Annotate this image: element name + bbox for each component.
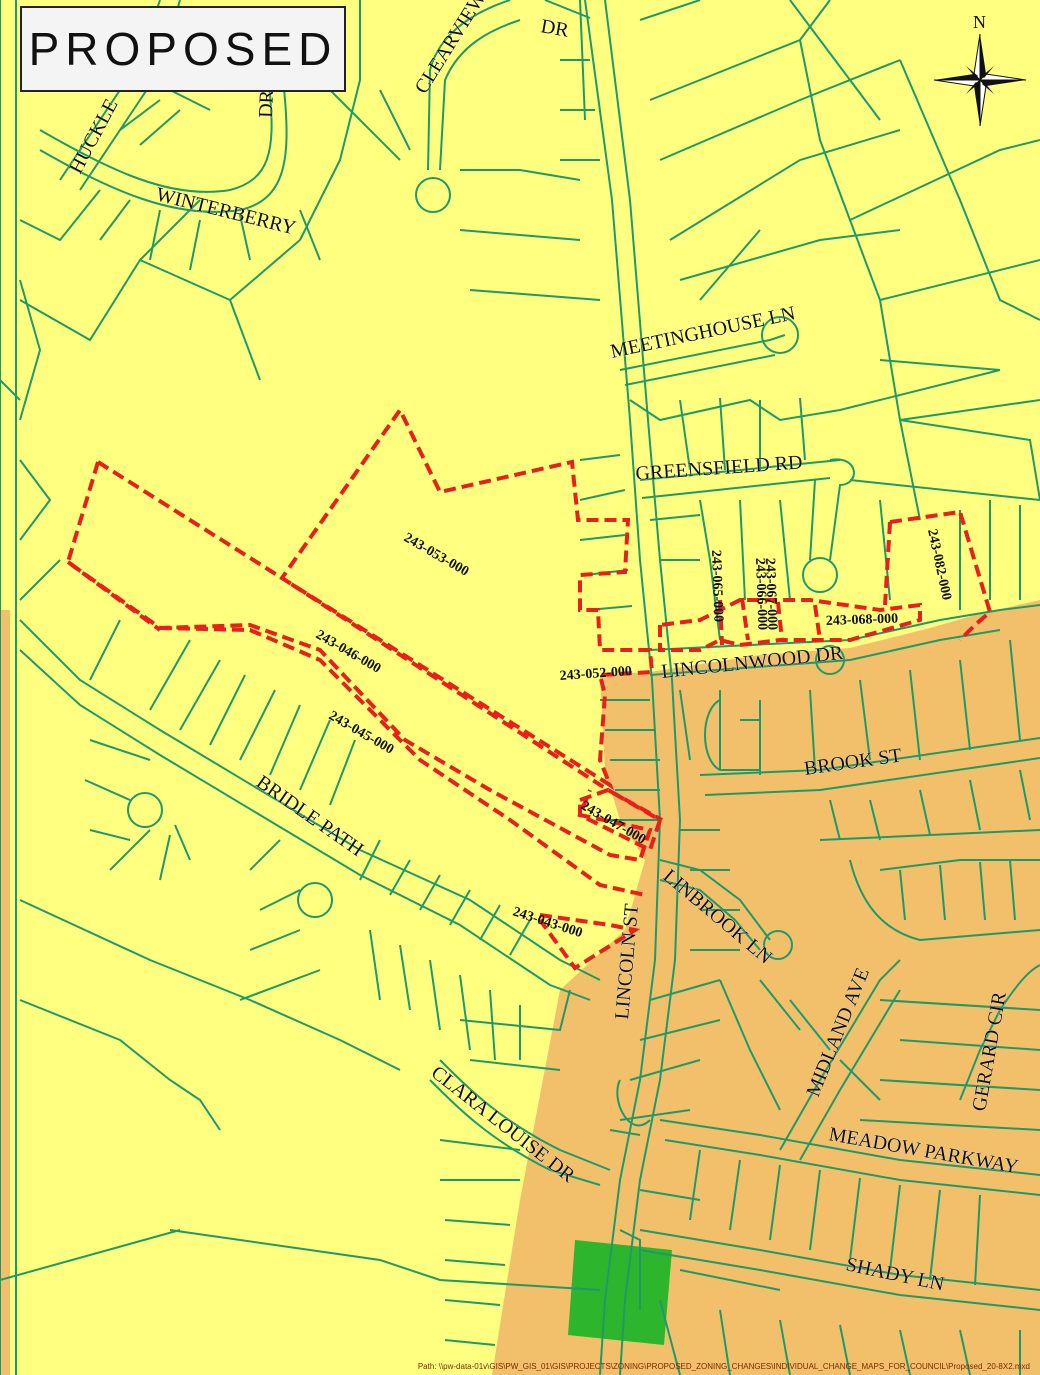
rezoning-parcel-boundaries[interactable] xyxy=(65,406,993,971)
parcel-label-065: 243-065-000 xyxy=(708,550,726,623)
parcel-label-052: 243-052-000 xyxy=(559,664,632,684)
parcel-label-067: 243-067-000 xyxy=(762,558,780,631)
north-arrow-icon: N xyxy=(933,12,1027,127)
park-zone xyxy=(568,1240,672,1345)
file-path-text: Path: \\pw-data-01v\GIS\PW_GIS_01\GIS\PR… xyxy=(417,1362,1030,1371)
road-label-winterberry-dr: DR xyxy=(255,89,278,118)
north-label: N xyxy=(973,12,986,32)
road-label-clearview-dr: DR xyxy=(539,15,571,42)
commercial-zone-left-strip xyxy=(0,610,10,1375)
map-title-box: PROPOSED xyxy=(20,6,346,92)
parcel-label-068: 243-068-000 xyxy=(826,611,899,629)
parcel-label-066: 243-066-000 xyxy=(752,558,770,631)
map-title: PROPOSED xyxy=(28,23,338,75)
